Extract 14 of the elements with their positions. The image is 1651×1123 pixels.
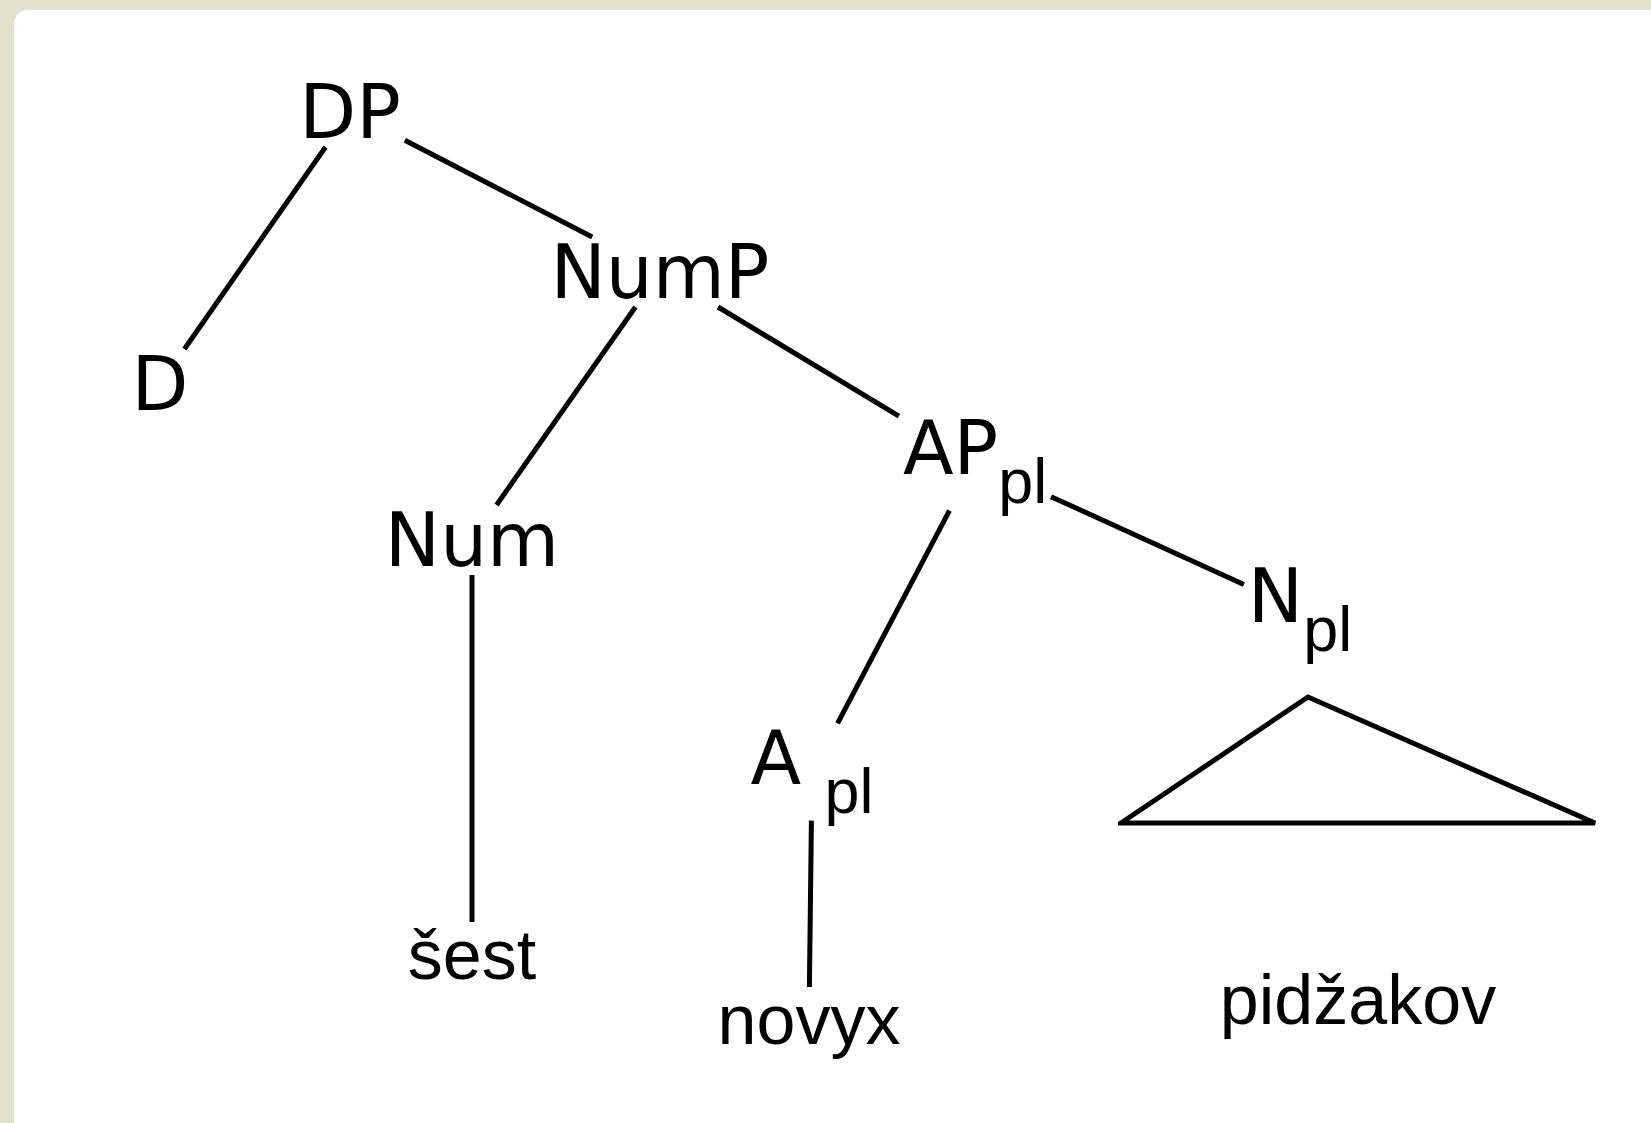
category-label: Num	[384, 503, 560, 577]
triangle-roof	[1118, 694, 1598, 826]
tree-branch	[182, 145, 328, 351]
tree-branch	[469, 575, 475, 922]
category-label: D	[131, 347, 189, 421]
tree-branch	[1050, 494, 1245, 587]
tree-branch	[806, 820, 814, 988]
category-label: NumP	[550, 235, 770, 309]
tree-branch	[494, 305, 638, 507]
word-label: šest	[407, 920, 537, 990]
tree-branch	[716, 304, 901, 419]
category-label: DP	[299, 75, 401, 149]
tree-branch	[403, 138, 594, 240]
tree-branch	[835, 509, 952, 725]
